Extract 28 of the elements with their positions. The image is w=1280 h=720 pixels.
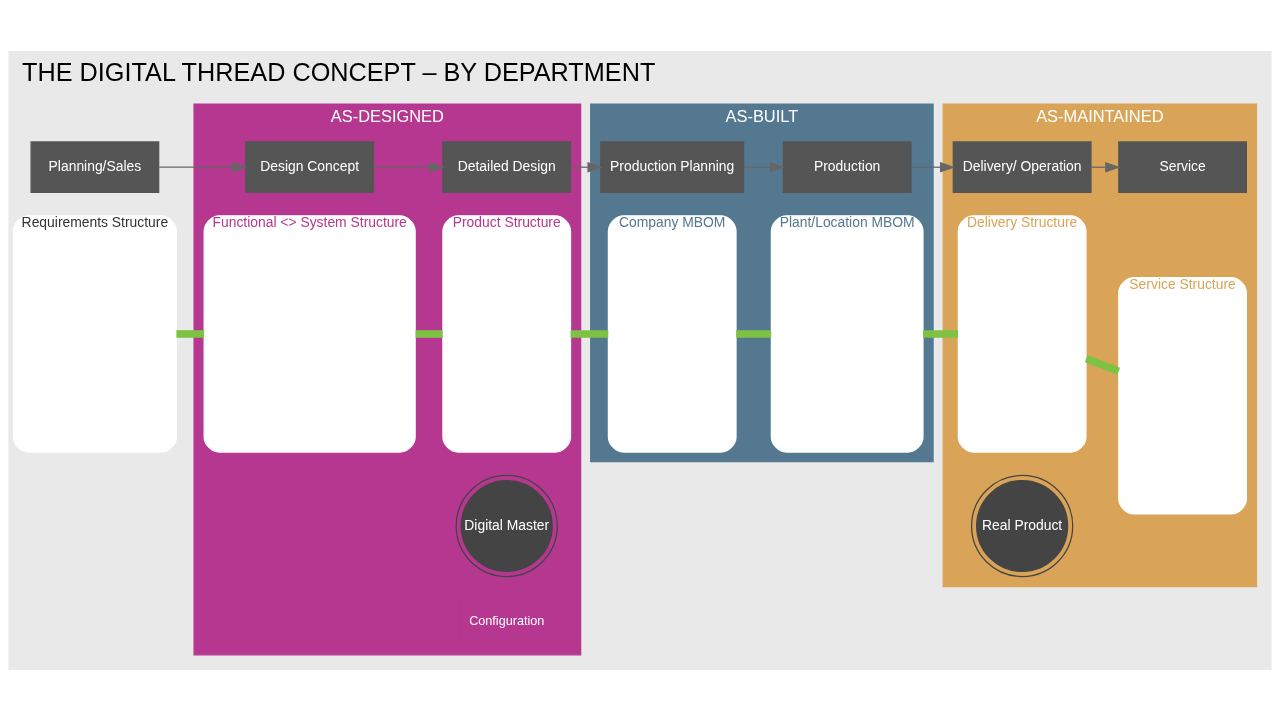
node-box: Functional <> System Structure (203, 214, 416, 453)
arrow (158, 161, 248, 173)
label: Configuration (469, 613, 545, 628)
connector (570, 329, 609, 338)
node-circle: Real Product (971, 474, 1074, 577)
arrow (372, 161, 445, 173)
node-box: Service (1118, 140, 1247, 193)
connector (1084, 354, 1121, 375)
node-box: Detailed Design (442, 140, 572, 193)
connector (923, 329, 958, 338)
node-box: Delivery Structure (957, 214, 1087, 453)
arrow (743, 161, 785, 173)
node-box: Production Planning (600, 140, 745, 193)
node-circle: Digital Master (455, 474, 558, 577)
node-box: Production (782, 140, 912, 193)
diagram-title: THE DIGITAL THREAD CONCEPT – BY DEPARTMENT (22, 57, 656, 86)
node-box: Company MBOM (607, 214, 737, 453)
connector (736, 329, 772, 338)
node-box: Plant/Location MBOM (770, 214, 924, 453)
node-box: Delivery/ Operation (952, 140, 1092, 193)
node-box: Service Structure (1118, 276, 1247, 515)
node-box: Requirements Structure (12, 214, 177, 453)
connector (176, 329, 205, 338)
arrow (910, 161, 956, 173)
node-box: Planning/Sales (30, 140, 160, 193)
node-box: Product Structure (442, 214, 572, 453)
node-box: Design Concept (245, 140, 375, 193)
connector (415, 329, 443, 338)
